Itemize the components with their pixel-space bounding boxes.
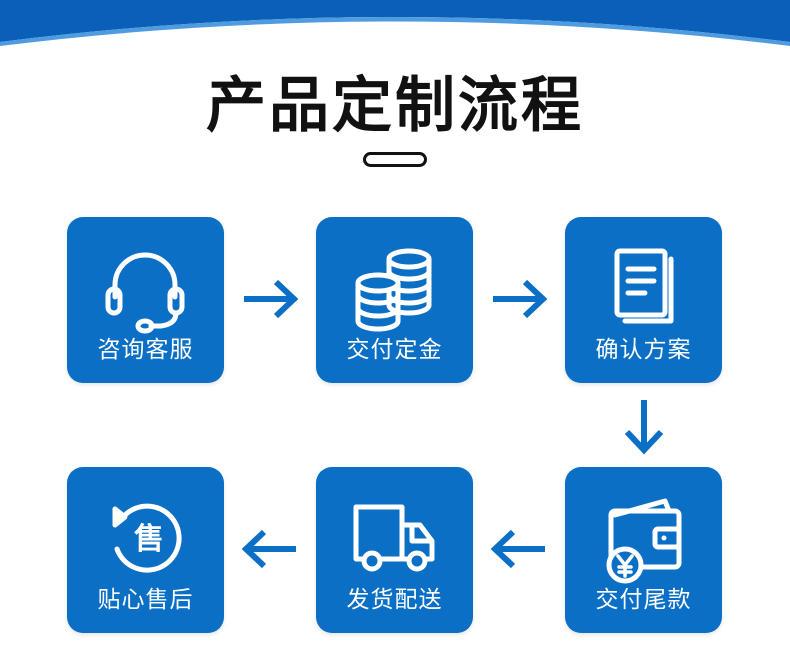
- delivery-truck-icon: [353, 504, 435, 572]
- title-underline-decoration: [363, 152, 427, 167]
- step-confirm-plan: 确认方案: [565, 217, 722, 383]
- headset-icon: [105, 252, 185, 334]
- arrow-down-icon: [624, 400, 664, 455]
- step-pay-balance: 交付尾款: [565, 467, 722, 633]
- arrow-left-icon: [490, 529, 545, 569]
- wallet-yen-icon: [606, 498, 682, 584]
- step-label: 咨询客服: [97, 337, 194, 363]
- after-sales-icon: 售: [112, 503, 182, 573]
- arrow-left-icon: [241, 529, 296, 569]
- step-shipping: 发货配送: [316, 467, 473, 633]
- step-after-sales: 售 贴心售后: [67, 467, 224, 633]
- step-label: 交付定金: [346, 337, 443, 363]
- top-decorative-arc: [0, 0, 790, 46]
- step-pay-deposit: 交付定金: [316, 217, 473, 383]
- step-label: 交付尾款: [595, 587, 692, 613]
- step-label: 发货配送: [346, 587, 443, 613]
- arrow-right-icon: [244, 279, 299, 319]
- step-label: 贴心售后: [97, 587, 194, 613]
- document-icon: [614, 248, 674, 324]
- page-title: 产品定制流程: [206, 71, 584, 141]
- step-label: 确认方案: [595, 337, 692, 363]
- step-consult-service: 咨询客服: [67, 217, 224, 383]
- coins-icon: [355, 248, 432, 332]
- after-sales-icon-text: 售: [134, 522, 164, 557]
- arrow-right-icon: [493, 279, 548, 319]
